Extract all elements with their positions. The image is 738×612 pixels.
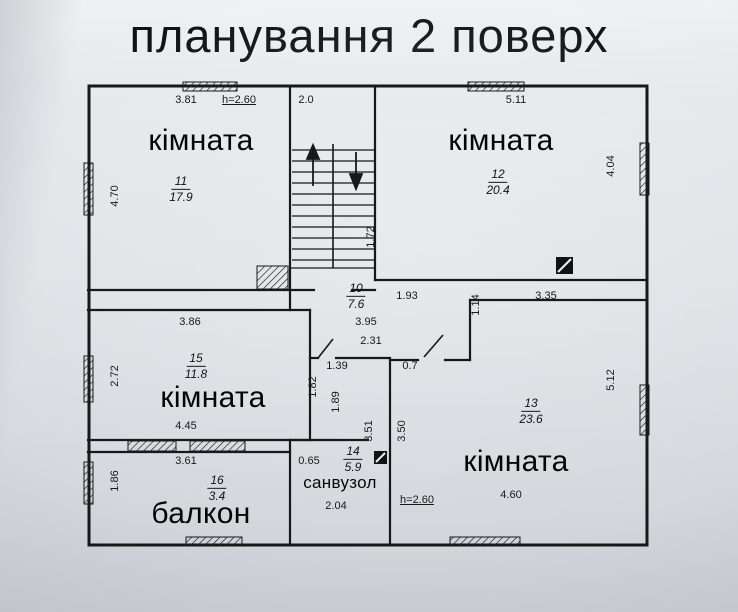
room-sqm-12: 20.4: [486, 183, 510, 197]
dim-404: 4.04: [605, 155, 617, 177]
room-label-16-balcony: балкон: [151, 497, 251, 530]
room-area-10: 10 7.6: [346, 281, 366, 311]
room-number-15: 15: [186, 351, 206, 367]
dim-h260-bottom: h=2.60: [400, 494, 434, 506]
dim-395: 3.95: [355, 316, 377, 328]
room-number-13: 13: [521, 396, 541, 412]
room-label-13: кімната: [463, 445, 569, 478]
dim-272: 2.72: [109, 365, 121, 387]
dim-065: 0.65: [298, 455, 320, 467]
dim-20: 2.0: [298, 94, 314, 106]
dim-350: 3.50: [396, 420, 408, 442]
room-number-14: 14: [343, 444, 363, 460]
room-number-12: 12: [488, 167, 508, 183]
stair-direction-arrows: [305, 142, 364, 192]
dim-445: 4.45: [175, 420, 197, 432]
dim-172: 1.72: [365, 226, 377, 248]
window-symbols: [83, 81, 650, 547]
room-label-11: кімната: [148, 124, 254, 157]
dim-186: 1.86: [109, 470, 121, 492]
dim-114: 1.14: [470, 294, 482, 316]
dim-381: 3.81: [175, 94, 197, 106]
room-area-12: 12 20.4: [486, 167, 509, 197]
dim-204: 2.04: [325, 500, 347, 512]
room-number-11: 11: [171, 174, 191, 190]
dim-189: 1.89: [330, 391, 342, 413]
room-area-11: 11 17.9: [169, 174, 192, 204]
room-area-13: 13 23.6: [519, 396, 542, 426]
room-sqm-15: 11.8: [184, 367, 208, 381]
room-area-14: 14 5.9: [343, 444, 363, 474]
dim-386: 3.86: [179, 316, 201, 328]
room-sqm-16: 3.4: [208, 489, 226, 503]
door-leaves: [317, 334, 444, 359]
dim-335: 3.35: [535, 290, 557, 302]
dim-193: 1.93: [396, 290, 418, 302]
room-number-10: 10: [346, 281, 366, 297]
door-square-symbols: [374, 257, 573, 464]
dim-460: 4.60: [500, 489, 522, 501]
dim-231: 2.31: [360, 335, 382, 347]
room-sqm-14: 5.9: [344, 460, 362, 474]
room-area-16: 16 3.4: [207, 473, 227, 503]
room-area-15: 15 11.8: [185, 351, 207, 381]
dim-351: 3.51: [363, 420, 375, 442]
dim-182: 1.82: [307, 376, 319, 398]
room-sqm-11: 17.9: [169, 190, 193, 204]
room-number-16: 16: [207, 473, 227, 489]
dim-07: 0.7: [402, 360, 418, 372]
room-label-15: кімната: [160, 381, 266, 414]
dim-h260-top: h=2.60: [222, 94, 256, 106]
page-title: планування 2 поверх: [129, 9, 609, 62]
interior-walls: [86, 84, 649, 547]
dim-511: 5.11: [505, 94, 527, 106]
dim-470: 4.70: [109, 185, 121, 207]
dim-512: 5.12: [605, 369, 617, 391]
dim-139: 1.39: [326, 360, 348, 372]
room-label-14-bathroom: санвузол: [303, 473, 377, 492]
staircase: [290, 144, 375, 269]
dim-361: 3.61: [175, 455, 197, 467]
room-label-12: кімната: [448, 124, 554, 157]
room-sqm-13: 23.6: [519, 412, 543, 426]
room-sqm-10: 7.6: [347, 297, 365, 311]
outer-walls: [87, 84, 649, 547]
